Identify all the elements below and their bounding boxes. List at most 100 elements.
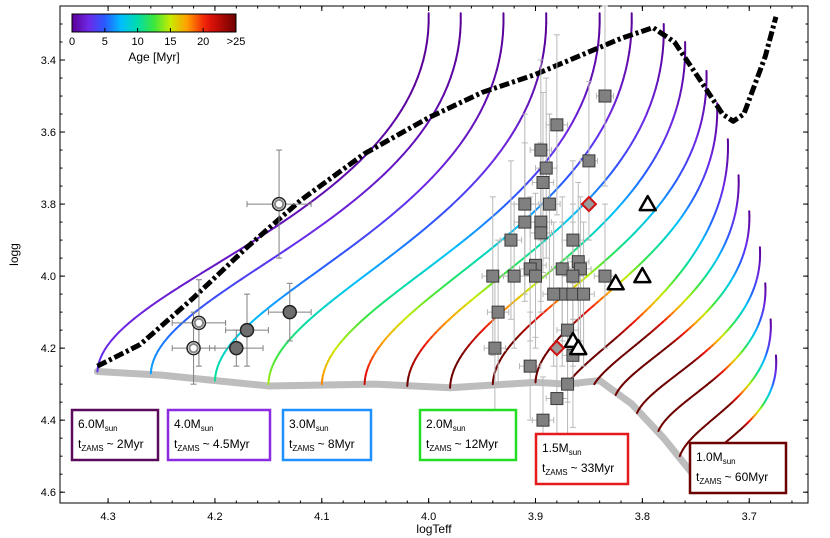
track-segment <box>427 21 430 34</box>
mass-unit: sun <box>453 424 466 433</box>
track-segment <box>723 176 727 185</box>
track-segment <box>347 242 357 251</box>
track-segment <box>255 311 264 319</box>
track-segment <box>600 120 608 131</box>
square-marker <box>561 323 575 337</box>
track-segment <box>679 211 686 220</box>
track-segment <box>637 260 644 267</box>
track-segment <box>661 42 665 54</box>
track-segment <box>390 116 398 127</box>
track-segment <box>674 102 679 113</box>
track-segment <box>423 295 432 303</box>
track-segment <box>200 301 209 308</box>
track-segment <box>261 307 269 314</box>
track-segment <box>289 333 296 340</box>
track-segment <box>596 261 604 269</box>
track-segment <box>405 92 412 103</box>
track-segment <box>623 273 631 280</box>
track-segment <box>483 216 493 225</box>
track-segment <box>622 69 627 81</box>
track-segment <box>401 281 411 289</box>
track-segment <box>509 128 517 138</box>
track-segment <box>659 237 666 245</box>
dark-circle-marker <box>239 322 255 338</box>
track-segment <box>304 273 314 281</box>
x-tick-label: 3.7 <box>742 511 757 523</box>
mass-box-frame <box>688 441 788 495</box>
track-segment <box>448 313 456 321</box>
track-segment <box>409 233 419 242</box>
mass-unit: sun <box>316 424 329 433</box>
track-segment <box>683 59 686 71</box>
mass-box-mass: 6.0Msun <box>78 417 118 433</box>
track-segment <box>497 204 507 213</box>
age-value: ~ 33Myr <box>571 461 615 475</box>
track-segment <box>446 76 452 88</box>
track-segment <box>593 225 601 234</box>
track-segment <box>378 131 387 141</box>
square-marker <box>504 233 518 247</box>
track-segment <box>419 58 425 70</box>
track-segment <box>593 381 597 386</box>
track-segment <box>224 252 235 260</box>
mass-value: 1.5M <box>542 441 569 455</box>
error-bars <box>171 5 617 464</box>
track-segment <box>460 266 470 274</box>
track-segment <box>424 40 429 52</box>
track-segment <box>671 110 677 121</box>
track-segment <box>658 61 663 73</box>
mass-box-age: tZAMS~ 8Myr <box>289 437 355 453</box>
colorbar-tick-label: 5 <box>102 36 108 48</box>
track-segment <box>389 160 398 170</box>
track-segment <box>657 198 665 207</box>
track-segment <box>298 323 305 331</box>
track-segment <box>133 313 141 320</box>
birthline-path <box>96 16 779 369</box>
track-segment <box>413 76 419 87</box>
mass-box-mass: 2.0Msun <box>426 417 466 433</box>
mass-unit: sun <box>201 424 214 433</box>
track-segment <box>331 210 342 219</box>
triangle-marker <box>606 274 625 291</box>
track-segment <box>285 243 295 251</box>
track-segment <box>384 124 393 134</box>
track-segment <box>409 84 416 95</box>
track-segment <box>291 283 301 291</box>
track-segment <box>610 208 618 217</box>
age-value: ~ 2Myr <box>107 437 144 451</box>
square-marker <box>534 215 548 229</box>
track-segment <box>323 216 334 224</box>
track-segment <box>652 87 657 99</box>
track-segment <box>419 124 427 135</box>
y-tick-label: 4.4 <box>41 415 56 427</box>
track-segment <box>381 255 391 263</box>
track-segment <box>345 166 355 175</box>
track-segment <box>501 31 505 44</box>
plot-frame <box>59 5 809 504</box>
track-segment <box>361 186 371 195</box>
track-segment <box>550 227 559 236</box>
track-segment <box>314 191 325 200</box>
track-segment <box>138 308 147 316</box>
track-segment <box>518 112 525 123</box>
track-segment <box>330 179 340 188</box>
track-segment <box>437 210 446 219</box>
track-segment <box>426 31 430 43</box>
track-segment <box>691 140 697 150</box>
track-segment <box>226 282 236 290</box>
track-segment <box>467 260 476 269</box>
track-segment <box>688 147 694 157</box>
track-segment <box>619 277 626 284</box>
track-segment <box>592 60 597 72</box>
square-marker <box>534 226 548 240</box>
square-marker <box>536 175 550 189</box>
track-segment <box>633 226 641 235</box>
square-marker <box>542 197 556 211</box>
square-marker <box>486 269 500 283</box>
track-segment <box>657 428 661 432</box>
track-segment <box>400 100 408 111</box>
age-t: t <box>174 437 178 451</box>
colorbar-tick-label: 0 <box>69 36 75 48</box>
